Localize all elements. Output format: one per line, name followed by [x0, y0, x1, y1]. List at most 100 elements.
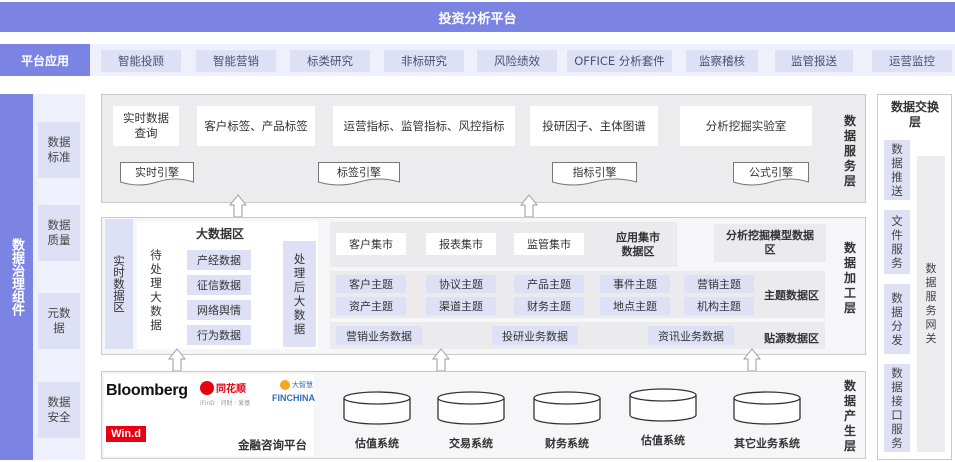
governance-item-label: 元数据 [47, 306, 71, 335]
engine-label: 公式引擎 [749, 166, 793, 179]
app-item-ops-monitor[interactable]: 运营监控 [872, 50, 952, 72]
processed-bigdata[interactable]: 处理后大数据 [283, 241, 316, 347]
subject-location[interactable]: 地点主题 [600, 297, 670, 315]
system-trading[interactable]: 交易系统 [437, 391, 505, 453]
engine-realtime[interactable]: 实时引擎 [120, 162, 194, 188]
mart-regulatory[interactable]: 监管集市 [514, 233, 584, 255]
mining-model-label: 分析挖掘模型数据区 [726, 229, 814, 256]
governance-item-label: 数据质量 [47, 218, 71, 247]
database-icon [437, 391, 505, 425]
up-arrow-icon [168, 348, 186, 372]
finchina-mark-icon [280, 380, 290, 390]
system-valuation-1[interactable]: 估值系统 [343, 391, 411, 453]
service-box-label: 实时数据查询 [123, 111, 169, 140]
governance-item-metadata[interactable]: 元数据 [38, 293, 80, 349]
subject-product[interactable]: 产品主题 [514, 275, 584, 293]
bigdata-item-behavior[interactable]: 行为数据 [187, 325, 251, 345]
realtime-zone-label: 实时数据区 [112, 255, 126, 313]
source-zone-label: 贴源数据区 [764, 332, 819, 345]
wind-logo: Win.d [106, 426, 146, 442]
exchange-item-distribute[interactable]: 数据分发 [884, 284, 910, 354]
subject-event[interactable]: 事件主题 [600, 275, 670, 293]
database-icon [733, 391, 801, 425]
service-box-indicators[interactable]: 运营指标、监管指标、风控指标 [333, 106, 515, 146]
bigdata-item-industry[interactable]: 产经数据 [187, 250, 251, 270]
finchina-top: 大智慧 [292, 381, 313, 389]
exchange-item-label: 数据接口服务 [891, 366, 903, 450]
service-layer-label-text: 数据服务层 [843, 113, 856, 188]
finchina-name: FINCHINA [272, 393, 315, 403]
mining-model-zone[interactable]: 分析挖掘模型数据区 [714, 224, 826, 262]
governance-item-label: 数据安全 [47, 395, 71, 424]
governance-item-quality[interactable]: 数据质量 [38, 205, 80, 261]
subject-channel[interactable]: 渠道主题 [426, 297, 496, 315]
ths-mark-icon [200, 381, 214, 395]
subject-asset[interactable]: 资产主题 [336, 297, 406, 315]
system-label: 其它业务系统 [734, 437, 800, 450]
engine-formula[interactable]: 公式引擎 [733, 162, 809, 188]
service-box-realtime-query[interactable]: 实时数据查询 [113, 106, 179, 146]
subject-agreement[interactable]: 协议主题 [426, 275, 496, 293]
ths-subtitle: iFinD · 问财 · 爱基 [200, 400, 251, 407]
source-research[interactable]: 投研业务数据 [492, 326, 578, 345]
subject-organization[interactable]: 机构主题 [684, 297, 754, 315]
exchange-item-label: 数据分发 [891, 291, 903, 347]
engine-indicator[interactable]: 指标引擎 [552, 162, 637, 188]
system-valuation-2[interactable]: 估值系统 [629, 388, 697, 450]
bloomberg-logo: Bloomberg [106, 382, 188, 399]
processing-layer-label: 数据加工层 [840, 237, 860, 319]
engine-tag[interactable]: 标签引擎 [318, 162, 400, 188]
platform-title: 投资分析平台 [438, 11, 517, 27]
exchange-item-push[interactable]: 数据推送 [884, 140, 910, 200]
service-layer-label: 数据服务层 [840, 112, 860, 190]
subject-marketing[interactable]: 营销主题 [684, 275, 754, 293]
mart-customer[interactable]: 客户集市 [336, 233, 406, 255]
database-icon [629, 388, 697, 422]
exchange-layer-label: 数据交换层 [880, 98, 950, 132]
pending-bigdata-label: 待处理大数据 [150, 248, 162, 332]
platform-title-bar: 投资分析平台 [0, 2, 955, 32]
system-label: 估值系统 [641, 434, 685, 447]
system-other[interactable]: 其它业务系统 [722, 391, 812, 453]
document-icon [733, 162, 809, 186]
app-item-advisor[interactable]: 智能投顾 [101, 50, 181, 72]
app-item-standard-research[interactable]: 标类研究 [290, 50, 370, 72]
subject-customer[interactable]: 客户主题 [336, 275, 406, 293]
data-service-gateway[interactable]: 数据服务网关 [917, 156, 945, 452]
system-finance[interactable]: 财务系统 [533, 391, 601, 453]
app-item-audit[interactable]: 监察稽核 [686, 50, 758, 72]
governance-item-standard[interactable]: 数据标准 [38, 122, 80, 178]
app-item-risk-performance[interactable]: 风险绩效 [477, 50, 557, 72]
bigdata-item-credit[interactable]: 征信数据 [187, 275, 251, 295]
app-item-office-suite[interactable]: OFFICE 分析套件 [567, 50, 672, 72]
exchange-item-file[interactable]: 文件服务 [884, 210, 910, 274]
governance-item-security[interactable]: 数据安全 [38, 382, 80, 438]
realtime-data-zone[interactable]: 实时数据区 [105, 219, 133, 349]
source-marketing[interactable]: 营销业务数据 [336, 326, 422, 345]
ths-logo: 同花顺 iFinD · 问财 · 爱基 [200, 380, 252, 408]
exchange-item-api[interactable]: 数据接口服务 [884, 364, 910, 452]
ths-name: 同花顺 [216, 384, 246, 395]
exchange-item-label: 数据推送 [891, 142, 903, 198]
pending-bigdata[interactable]: 待处理大数据 [146, 245, 166, 335]
source-info[interactable]: 资讯业务数据 [648, 326, 734, 345]
database-icon [533, 391, 601, 425]
app-item-nonstandard-research[interactable]: 非标研究 [384, 50, 464, 72]
app-item-regulatory-report[interactable]: 监管报送 [775, 50, 853, 72]
processed-bigdata-label: 处理后大数据 [293, 252, 306, 336]
mart-report[interactable]: 报表集市 [426, 233, 496, 255]
subject-finance[interactable]: 财务主题 [514, 297, 584, 315]
app-mart-label-text: 应用集市数据区 [616, 231, 660, 258]
app-mart-label: 应用集市数据区 [605, 228, 671, 262]
engine-label: 标签引擎 [337, 166, 381, 179]
service-box-mining-lab[interactable]: 分析挖掘实验室 [680, 106, 812, 146]
governance-item-label: 数据标准 [47, 135, 71, 164]
up-arrow-icon [520, 194, 538, 218]
service-box-tags[interactable]: 客户标签、产品标签 [197, 106, 315, 146]
bigdata-item-sentiment[interactable]: 网络舆情 [187, 300, 251, 320]
app-item-marketing[interactable]: 智能营销 [196, 50, 276, 72]
governance-title: 数据治理组件 [9, 238, 24, 316]
production-layer-label: 数据产生层 [840, 378, 860, 454]
document-icon [552, 162, 637, 186]
service-box-research-factors[interactable]: 投研因子、主体图谱 [530, 106, 658, 146]
